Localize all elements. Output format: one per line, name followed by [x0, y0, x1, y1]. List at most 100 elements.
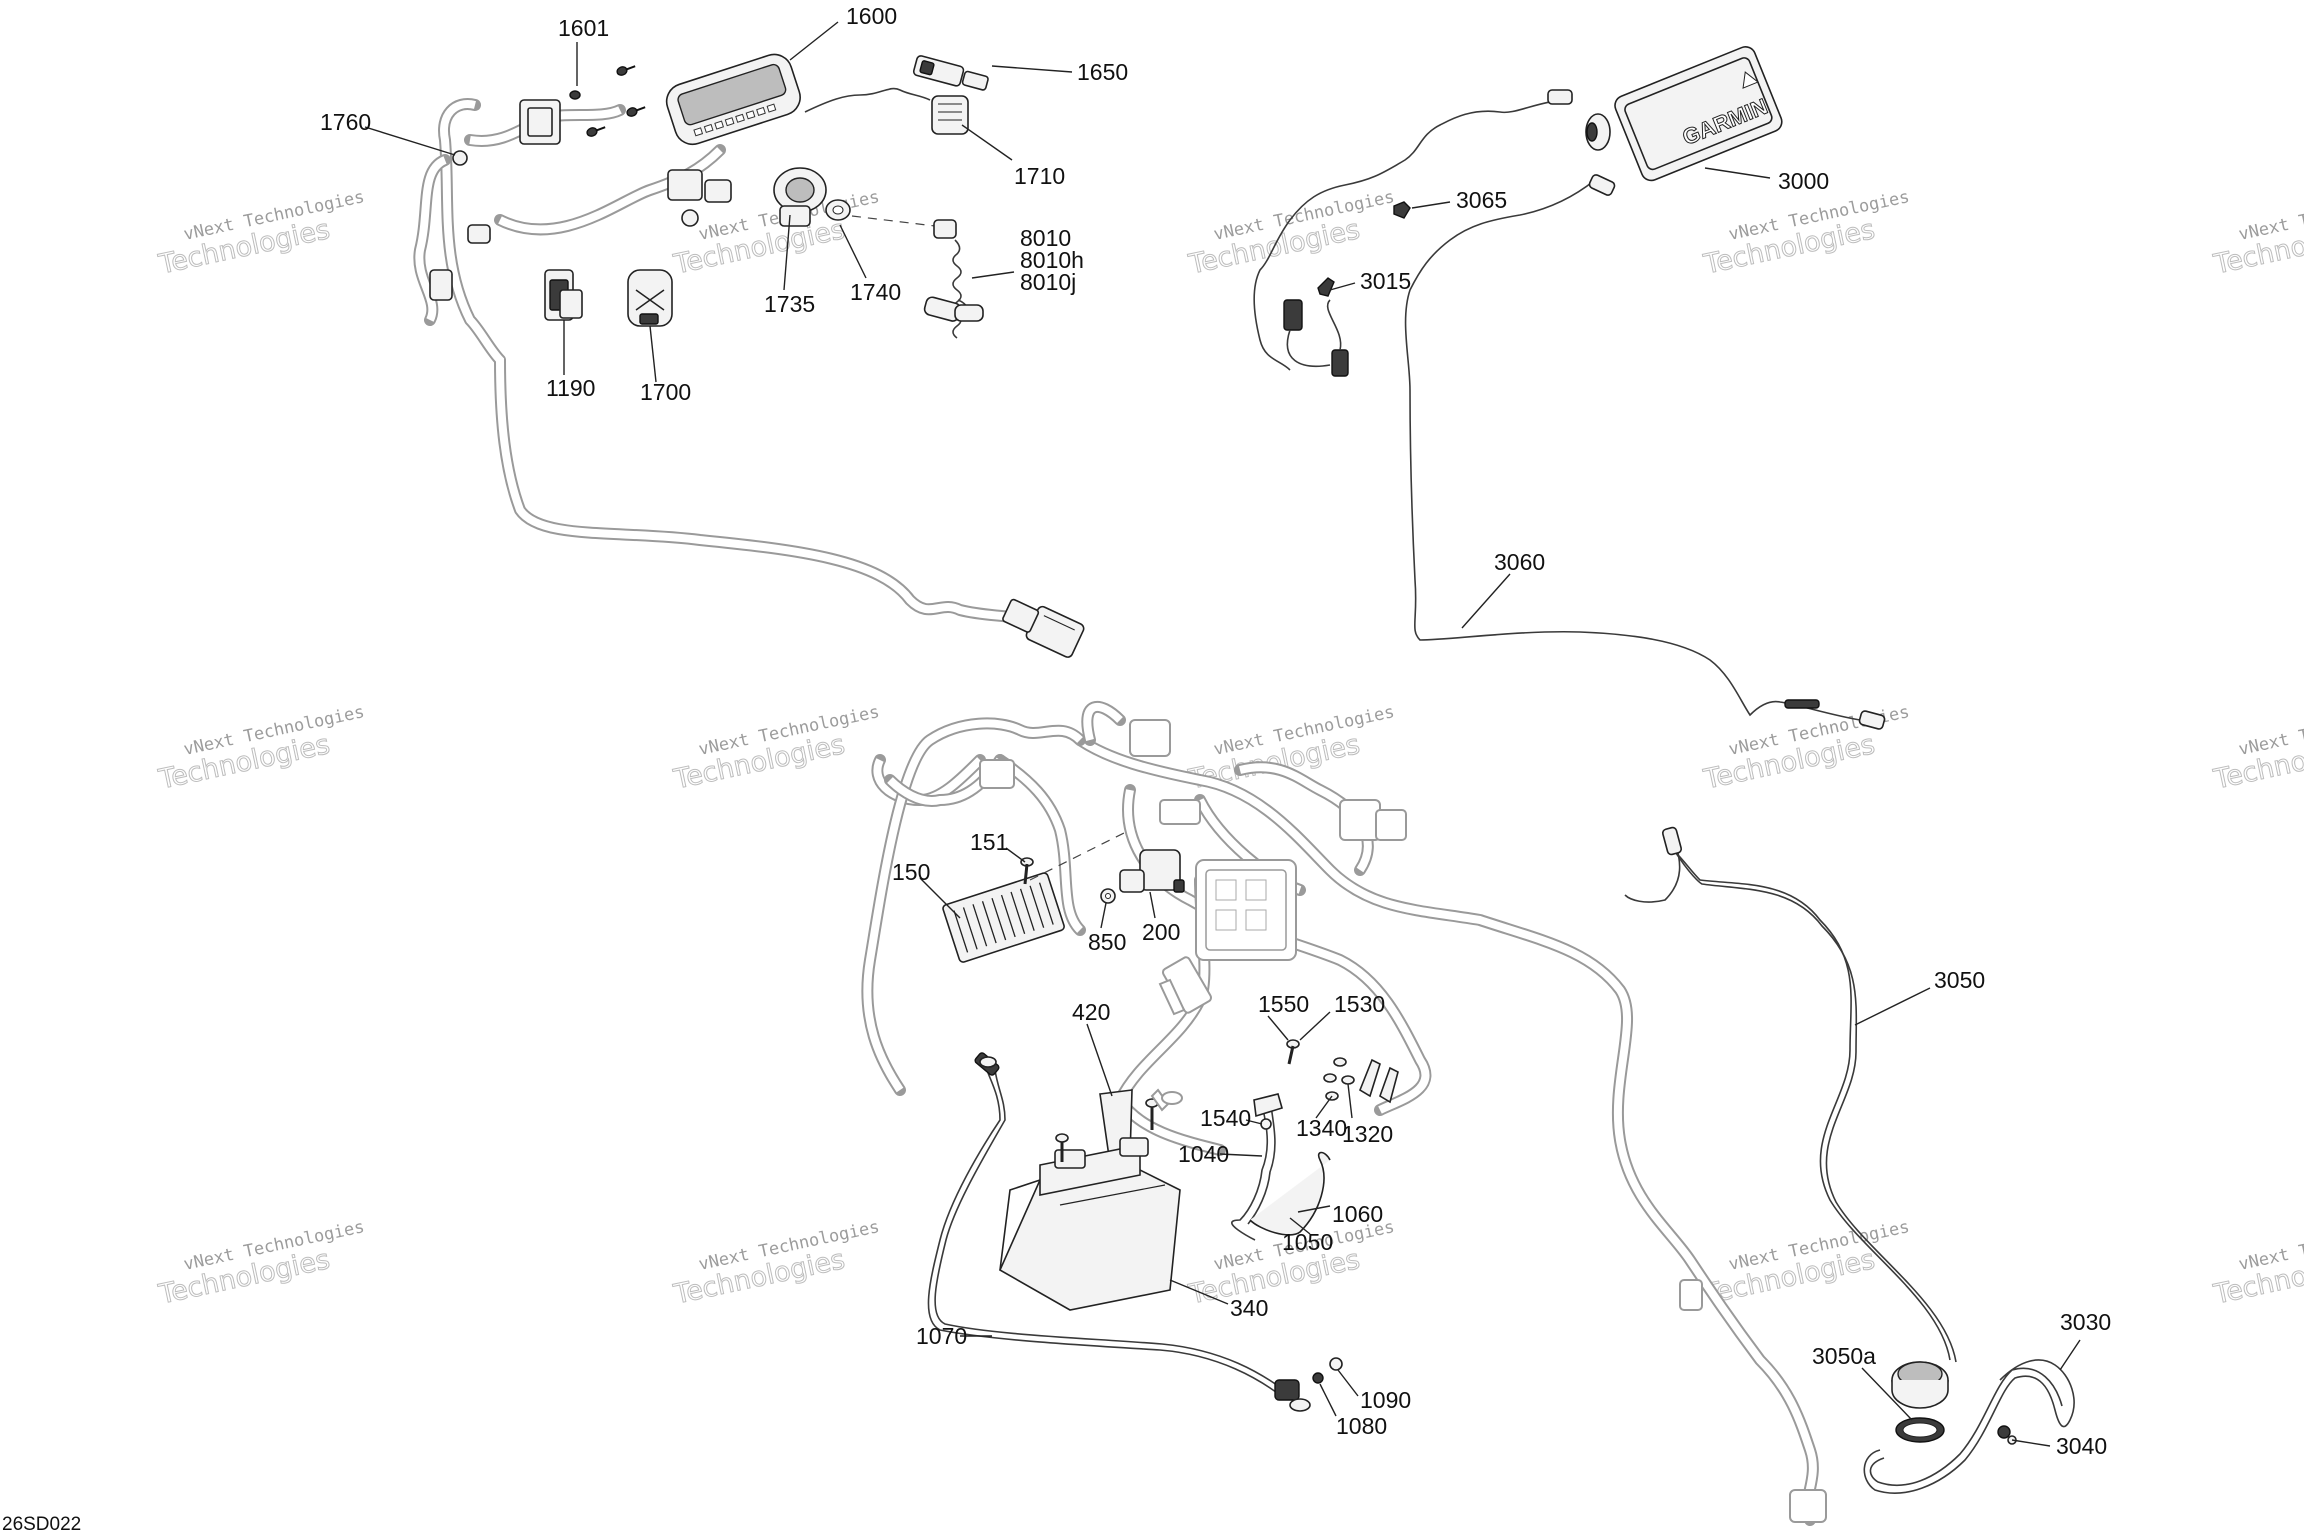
leader-3015	[1329, 282, 1356, 291]
gps-power-connectors	[1283, 299, 1349, 377]
callout-1050: 1050	[1282, 1229, 1333, 1255]
leader-3000	[1704, 167, 1771, 179]
leader-8010	[971, 271, 1015, 279]
sensor-3050a	[1891, 1361, 1949, 1443]
leader-1340	[1315, 1095, 1333, 1119]
leader-1710	[961, 124, 1013, 161]
cable-1070-ends	[974, 1052, 1311, 1412]
callout-1540: 1540	[1200, 1105, 1251, 1131]
callout-3050a: 3050a	[1812, 1343, 1876, 1369]
battery-340	[998, 1137, 1181, 1311]
callout-1340: 1340	[1296, 1115, 1347, 1141]
callout-1740: 1740	[850, 279, 901, 305]
callout-1550: 1550	[1258, 991, 1309, 1017]
starter-relay-200	[1119, 849, 1185, 893]
callout-1601: 1601	[558, 15, 609, 41]
leader-1735	[783, 214, 791, 291]
leader-1090	[1337, 1369, 1359, 1397]
leader-850	[1100, 902, 1107, 929]
leader-150	[919, 877, 961, 919]
callout-151: 151	[970, 829, 1008, 855]
drawing-code-label: 26SD022	[2, 1514, 82, 1535]
main-harness-top	[438, 98, 1066, 646]
callout-420: 420	[1072, 999, 1110, 1025]
dashboard-harness-assembly	[413, 53, 1085, 658]
harness-junction	[467, 169, 732, 244]
leader-3050a	[1861, 1367, 1913, 1421]
gps-antenna-cable	[1253, 99, 1571, 371]
gps-connector-upper	[1547, 89, 1616, 196]
leader-3040	[2011, 1439, 2051, 1447]
socket-1710	[931, 95, 969, 135]
left-connector	[429, 99, 561, 301]
callout-1080: 1080	[1336, 1413, 1387, 1439]
gps-unit-3000: GARMIN	[1614, 46, 1783, 182]
leader-200	[1149, 891, 1156, 919]
screws-1601	[569, 65, 646, 137]
battery-harness-assembly	[861, 700, 1827, 1526]
voltage-regulator-150	[942, 872, 1065, 963]
clip-3015	[1317, 277, 1335, 297]
leader-1040	[1219, 1153, 1263, 1157]
leader-lines	[364, 21, 2081, 1447]
callout-3040: 3040	[2056, 1433, 2107, 1459]
battery-bolts	[1055, 1098, 1159, 1162]
switch-1735	[773, 167, 827, 227]
callout-labels: 1601 1600 1650 1760 1710 8010 8010h 8010…	[320, 3, 2111, 1459]
callout-1600: 1600	[846, 3, 897, 29]
callout-1040: 1040	[1178, 1141, 1229, 1167]
callout-3015: 3015	[1360, 268, 1411, 294]
callout-1090: 1090	[1360, 1387, 1411, 1413]
leader-1320	[1347, 1083, 1353, 1119]
callout-850: 850	[1088, 929, 1126, 955]
leader-1740	[839, 224, 867, 279]
harness-end-connector	[1002, 598, 1085, 658]
gps-main-cable-3060	[1404, 179, 1861, 721]
nut-850	[1100, 888, 1116, 904]
leader-1060	[1297, 1205, 1331, 1213]
harness-grey-terminals	[1150, 978, 1186, 1112]
relay-1190	[544, 269, 583, 321]
callout-1530: 1530	[1334, 991, 1385, 1017]
sensor-wire-3050-second	[1673, 849, 1957, 1363]
terminal-1060-1050	[1249, 1151, 1331, 1236]
leader-1600	[789, 21, 839, 61]
battery-cable-1070	[927, 1064, 1285, 1396]
leader-1540	[1245, 1119, 1263, 1125]
regulator-axis-line	[1029, 829, 1131, 881]
battery-cable-1040	[1231, 1099, 1276, 1241]
harness-branches-inner	[873, 756, 1430, 1114]
callout-150: 150	[892, 859, 930, 885]
callout-8010j: 8010j	[1020, 269, 1076, 295]
leader-340	[1169, 1279, 1229, 1305]
callout-8010h: 8010h	[1020, 247, 1084, 273]
main-harness-top-inner	[440, 100, 1063, 643]
callout-1070: 1070	[916, 1323, 967, 1349]
callout-3050: 3050	[1934, 967, 1985, 993]
callout-3065: 3065	[1456, 187, 1507, 213]
hose-3030	[1863, 1359, 2075, 1494]
main-harness-lower	[1074, 734, 1819, 1526]
nut-1740	[825, 199, 851, 221]
leader-420	[1086, 1023, 1113, 1097]
callout-3000: 3000	[1778, 168, 1829, 194]
callout-340: 340	[1230, 1295, 1268, 1321]
callout-1060: 1060	[1332, 1201, 1383, 1227]
clip-3065	[1393, 201, 1411, 219]
assembly-axis-line	[851, 215, 936, 227]
fuse-box	[1195, 859, 1297, 961]
leader-1760	[364, 126, 456, 156]
gauge-cluster-1600	[665, 53, 801, 146]
coiled-cable-8010	[923, 219, 984, 339]
callout-1700: 1700	[640, 379, 691, 405]
gps-assembly: GARMIN	[1253, 46, 1886, 730]
connector-1650	[912, 55, 989, 91]
